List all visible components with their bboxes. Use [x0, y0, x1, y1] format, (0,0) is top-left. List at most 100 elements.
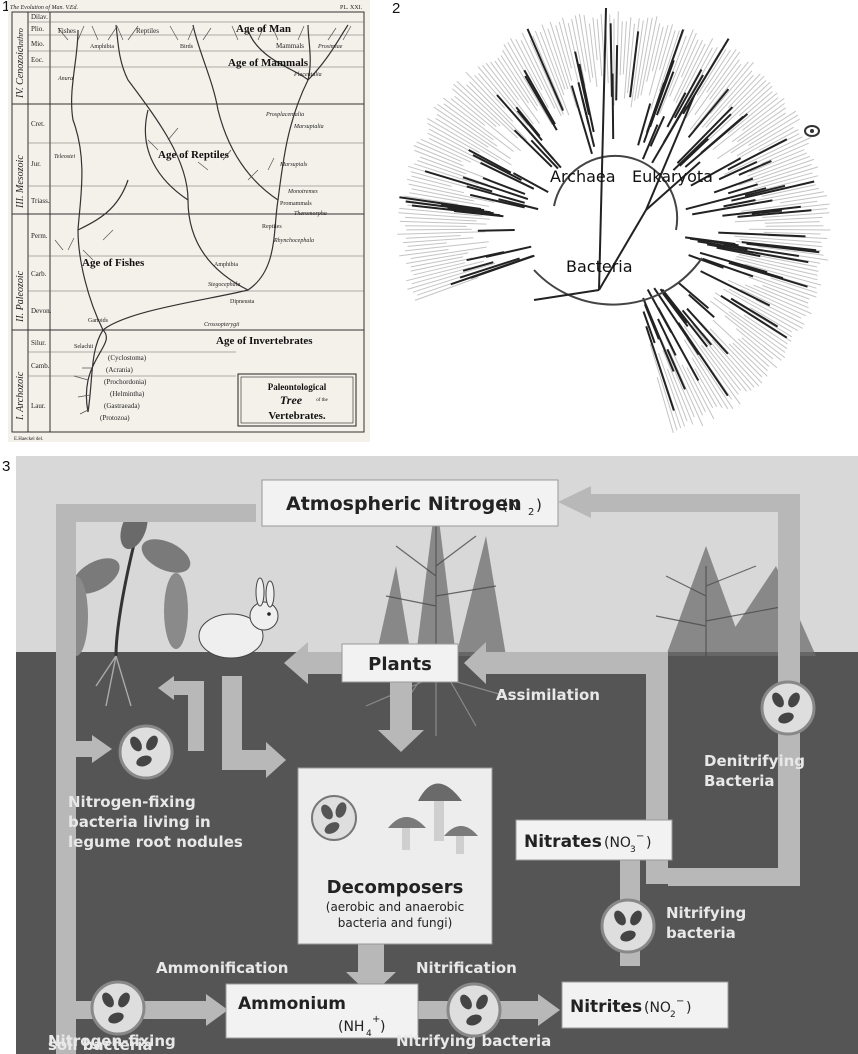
- footer-credit: E.Haeckel del.: [14, 437, 43, 442]
- radial-leaf-line: [766, 226, 824, 227]
- period-silur: Silur.: [31, 339, 46, 347]
- label-gastraeada: (Gastraeada): [104, 402, 140, 410]
- radial-leaf-line: [736, 329, 773, 359]
- radial-leaf-line: [397, 232, 485, 235]
- nitrates-subscript: 3: [630, 845, 636, 855]
- radial-leaf-line: [407, 263, 495, 289]
- title-paleontological: Paleontological: [268, 382, 327, 392]
- period-perm: Perm.: [31, 232, 48, 240]
- header-right: PL. XXI.: [340, 5, 363, 11]
- atmospheric-nitrogen-label: Atmospheric Nitrogen: [286, 493, 522, 515]
- age-of-invertebrates: Age of Invertebrates: [216, 335, 313, 347]
- nitrites-label: Nitrites: [570, 997, 642, 1017]
- period-triass: Triass.: [31, 197, 50, 205]
- ammonification-label: Ammonification: [156, 959, 288, 977]
- radial-branch-line: [664, 75, 703, 143]
- label-stegocephala: Stegocephala: [208, 282, 240, 288]
- svg-text:): ): [646, 835, 651, 851]
- denitrifying-line-2: Bacteria: [704, 772, 774, 790]
- plants-label: Plants: [368, 654, 432, 675]
- radial-leaf-line: [620, 21, 622, 75]
- title-of-the: of the: [316, 398, 328, 403]
- radial-leaf-line: [638, 18, 653, 99]
- period-dilav: Dilav.: [31, 13, 48, 21]
- label-prochordonia: (Prochordonia): [104, 378, 147, 386]
- radial-leaf-line: [498, 58, 529, 103]
- radial-branch-line: [662, 290, 707, 347]
- radial-branch-line: [531, 140, 558, 168]
- radial-branch-line: [689, 255, 724, 268]
- nitrifying-bottom-label: Nitrifying bacteria: [396, 1032, 551, 1050]
- period-plio: Plio.: [31, 25, 44, 33]
- radial-leaf-line: [408, 243, 447, 247]
- decomposers-label: Decomposers: [327, 877, 464, 898]
- label-crossopterygii: Crossopterygii: [204, 322, 240, 328]
- radial-branch-line: [463, 262, 493, 271]
- radial-leaf-line: [749, 229, 831, 230]
- radial-leaf-line: [406, 236, 461, 239]
- radial-leaf-line: [717, 113, 785, 159]
- radial-leaf-line: [623, 21, 626, 74]
- period-camb: Camb.: [31, 362, 50, 370]
- nfix-soil-line-2: soil bacteria: [48, 1038, 153, 1053]
- radial-leaf-line: [661, 339, 694, 417]
- label-prosplacentalia: Prosplacentalia: [265, 112, 304, 118]
- label-rhynchocephala: Rhynchocephala: [273, 238, 314, 244]
- radial-leaf-line: [624, 17, 631, 98]
- nitrifying-bacteria-bottom-icon: [448, 984, 500, 1036]
- radial-leaf-line: [403, 238, 474, 243]
- radial-leaf-line: [764, 232, 821, 234]
- age-of-man: Age of Man: [236, 23, 291, 35]
- radial-branch-line: [679, 283, 709, 308]
- period-mio: Mio.: [31, 40, 45, 48]
- period-devon: Devon.: [31, 307, 52, 315]
- radial-leaf-line: [597, 19, 602, 76]
- period-eoc: Eoc.: [31, 56, 44, 64]
- label-amphibia-branch: Amphibia: [214, 262, 238, 268]
- label-teleostei: Teleostei: [54, 154, 75, 160]
- nitrifying-right-line-1: Nitrifying: [666, 904, 746, 922]
- denitrifying-line-1: Denitrifying: [704, 752, 805, 770]
- label-mammals: Mammals: [276, 42, 304, 50]
- nitrates-label: Nitrates: [524, 832, 602, 852]
- label-placentalia: Placentalia: [293, 72, 322, 78]
- era-paleozoic: II. Paleozoic: [15, 270, 26, 323]
- label-selachii: Selachii: [74, 344, 94, 350]
- assimilation-label: Assimilation: [496, 686, 600, 704]
- radial-branch-line: [467, 252, 504, 260]
- nfix-nodules-line-3: legume root nodules: [68, 833, 243, 851]
- radial-leaf-line: [742, 98, 784, 130]
- header-left: The Evolution of Man. V.Ed.: [10, 4, 78, 11]
- svg-text:): ): [536, 496, 542, 514]
- human-marker-icon: [805, 126, 819, 136]
- label-bacteria: Bacteria: [566, 257, 633, 276]
- radial-leaf-line: [765, 222, 820, 224]
- radial-branch-line: [616, 45, 617, 100]
- decomposers-sub-1: (aerobic and anaerobic: [326, 900, 464, 914]
- radial-leaf-line: [406, 229, 472, 230]
- soil-bacteria-icon: [92, 982, 144, 1034]
- label-dipneusta: Dipneusta: [230, 299, 255, 305]
- nitrites-formula: (NO: [644, 1000, 671, 1016]
- tree-of-life-panel: Archaea Eukaryota Bacteria: [384, 0, 858, 442]
- radial-branch-line: [522, 124, 561, 168]
- radial-branch-line: [513, 173, 548, 192]
- label-ganoids: Ganoids: [88, 318, 109, 324]
- label-monotremes: Monotremes: [287, 189, 318, 195]
- age-of-fishes: Age of Fishes: [82, 257, 145, 269]
- label-eukaryota: Eukaryota: [632, 167, 713, 186]
- radial-leaf-line: [735, 217, 823, 221]
- title-vertebrates: Vertebrates.: [268, 410, 326, 422]
- radial-leaf-line: [400, 221, 487, 224]
- decomposers-sub-2: bacteria and fungi): [338, 916, 453, 930]
- label-fishes: Fishes: [58, 27, 76, 35]
- era-archozoic: I. Archozoic: [15, 371, 26, 421]
- nitrification-label: Nitrification: [416, 959, 517, 977]
- radial-branch-line: [478, 230, 515, 231]
- label-cyclostoma: (Cyclostoma): [108, 354, 147, 362]
- radial-branch-line: [680, 139, 709, 166]
- paleontological-tree-panel: The Evolution of Man. V.Ed. PL. XXI. I. …: [8, 0, 370, 442]
- radial-branch-line: [469, 150, 511, 173]
- label-marsupialia: Marsupialia: [293, 124, 324, 130]
- period-jur: Jur.: [31, 160, 41, 168]
